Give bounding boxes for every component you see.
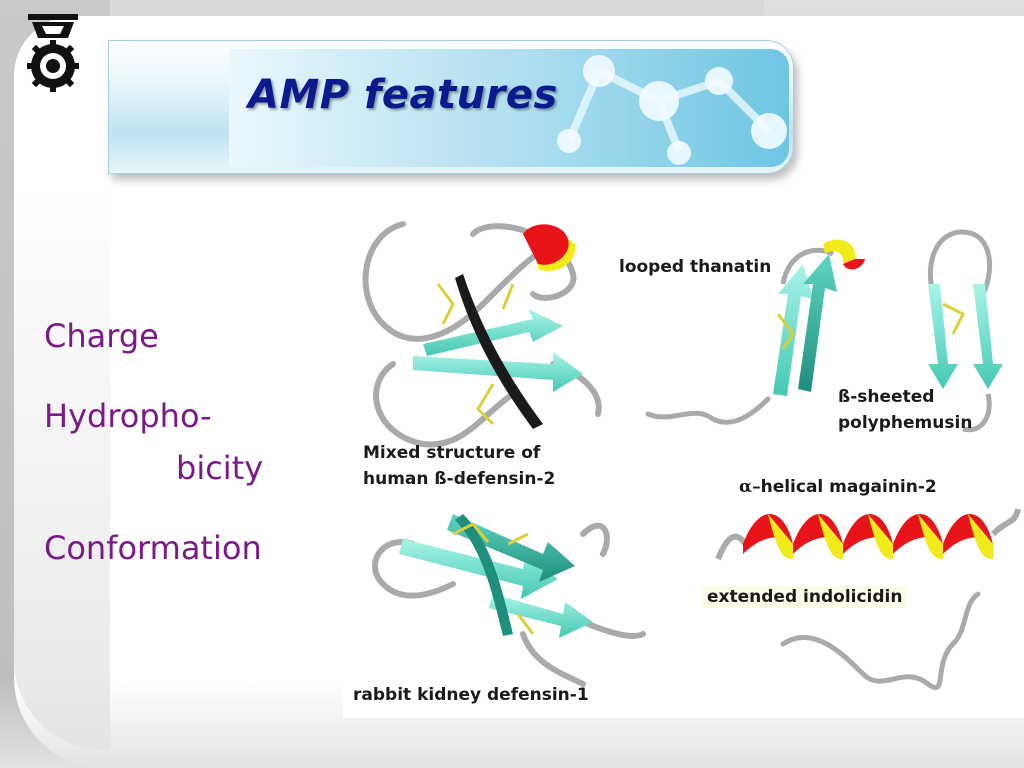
rabbit-kidney-defensin-1-structure (372, 514, 646, 687)
alpha-helical-magainin-2-structure (715, 508, 1021, 561)
looped-thanatin-structure (645, 239, 865, 425)
extended-indolicidin-structure (780, 591, 981, 691)
term-hydrophobicity-line2: bicity (176, 449, 264, 487)
alpha-symbol: α– (739, 477, 761, 497)
term-hydrophobicity-line1: Hydropho- (44, 397, 212, 435)
title-banner (108, 40, 794, 174)
label-polyphemusin: polyphemusin (838, 413, 973, 433)
label-helical-magainin-2: α–helical magainin-2 (739, 476, 937, 498)
label-mixed-structure: Mixed structure of (363, 443, 541, 463)
university-logo (24, 8, 82, 94)
beta-sheeted-polyphemusin-structure (927, 229, 1003, 433)
slide-background-gradient (14, 190, 110, 750)
label-human-beta-defensin-2: human ß-defensin-2 (363, 469, 556, 489)
label-looped-thanatin: looped thanatin (619, 257, 772, 277)
label-helical-text: helical magainin-2 (760, 477, 937, 497)
page-title: AMP features (248, 72, 558, 118)
term-charge: Charge (44, 317, 159, 355)
label-extended-indolicidin: extended indolicidin (701, 586, 909, 608)
label-beta-sheeted: ß-sheeted (838, 387, 935, 407)
title-banner-gradient (229, 49, 789, 167)
peptide-structures-figure: looped thanatin ß-sheeted polyphemusin M… (343, 214, 1024, 718)
molecule-decoration (557, 55, 787, 165)
label-rabbit-kidney-defensin-1: rabbit kidney defensin-1 (353, 685, 589, 705)
structures-illustration (362, 221, 1021, 691)
term-conformation: Conformation (44, 529, 262, 567)
human-beta-defensin-2-structure (362, 221, 602, 448)
